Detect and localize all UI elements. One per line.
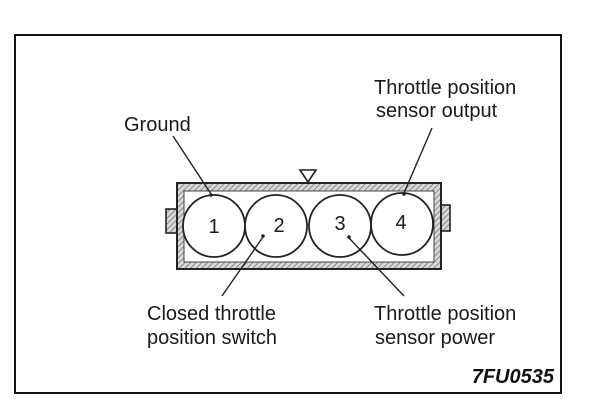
label-tps-power-line2: sensor power [375, 327, 495, 349]
leader-line-tps-output [403, 127, 433, 194]
label-closed-switch-line2: position switch [147, 327, 277, 349]
leader-dot-tps-power [347, 235, 351, 239]
label-tps-power-line1: Throttle position [374, 303, 516, 325]
pin-number-4: 4 [395, 212, 406, 234]
figure-frame [14, 34, 562, 394]
pin-number-2: 2 [273, 215, 284, 237]
leader-line-ground [172, 135, 212, 195]
leader-line-tps-power [348, 237, 405, 297]
label-closed-switch-line1: Closed throttle [147, 303, 276, 325]
label-ground: Ground [124, 114, 191, 136]
orientation-triangle-icon [298, 169, 318, 184]
figure-code: 7FU0535 [472, 366, 555, 388]
leader-dot-ground [209, 193, 213, 197]
terminal-4 [370, 192, 434, 256]
leader-dot-closed-switch [261, 234, 265, 238]
pin-number-3: 3 [334, 213, 345, 235]
leader-dot-tps-output [402, 192, 406, 196]
leader-line-closed-switch [221, 236, 264, 297]
pin-number-1: 1 [208, 216, 219, 238]
label-tps-output-line1: Throttle position [374, 77, 516, 99]
label-tps-output-line2: sensor output [376, 100, 498, 122]
